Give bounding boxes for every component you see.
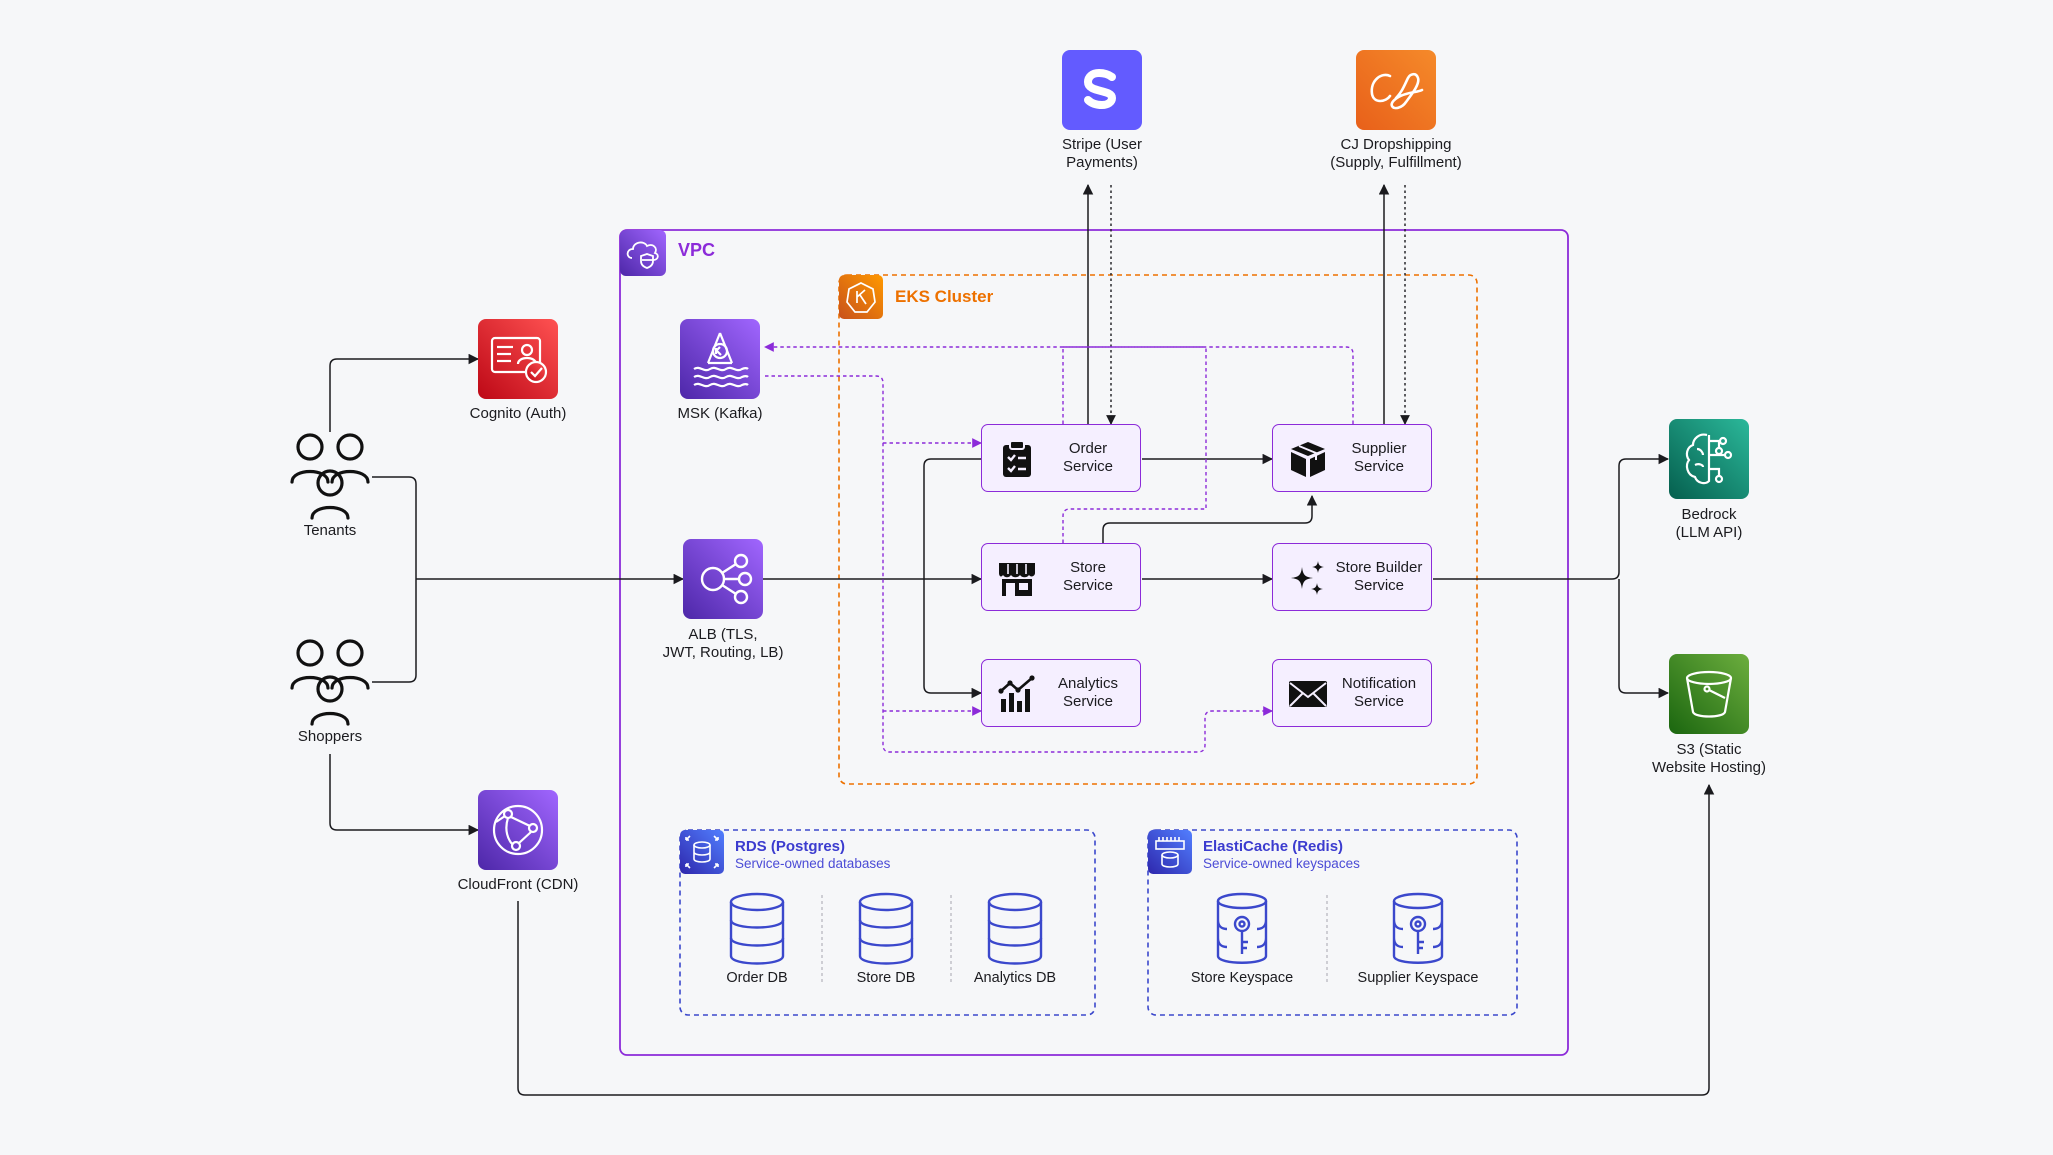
shoppers-actor[interactable] [288, 636, 372, 726]
elasticache-title: ElastiCache (Redis) [1203, 838, 1344, 855]
store-db[interactable] [857, 892, 915, 966]
bedrock-label-line2: (LLM API) [1675, 524, 1743, 541]
users-icon [290, 639, 370, 726]
alb-label-line2: JWT, Routing, LB) [662, 644, 784, 661]
database-icon [987, 892, 1043, 965]
stripe-label-line1: Stripe (User [1061, 136, 1143, 153]
order-db[interactable] [728, 892, 786, 966]
brain-circuit-icon [1669, 419, 1749, 499]
database-key-icon [1216, 892, 1268, 964]
eks-boundary [838, 274, 1478, 785]
database-arrows-icon [680, 830, 724, 874]
analytics-db[interactable] [986, 892, 1044, 966]
elasticache-boundary [1147, 829, 1518, 1016]
bedrock-node[interactable] [1669, 419, 1749, 499]
id-card-check-icon [478, 319, 558, 399]
kafka-icon [680, 319, 760, 399]
cloudfront-node[interactable] [478, 790, 558, 870]
cognito-label: Cognito (Auth) [469, 405, 567, 422]
stripe-s-icon [1062, 50, 1142, 130]
sparkles-icon [1291, 561, 1324, 595]
msk-node[interactable] [680, 319, 760, 399]
chart-trend-icon [998, 675, 1035, 712]
package-box-icon [1291, 442, 1325, 477]
analytics-db-label: Analytics DB [973, 970, 1057, 986]
kubernetes-icon [839, 275, 883, 319]
elasticache-subtitle: Service-owned keyspaces [1203, 856, 1360, 871]
store-db-label: Store DB [856, 970, 916, 986]
vpc-boundary [619, 229, 1569, 1056]
load-balancer-icon [683, 539, 763, 619]
database-key-icon [1392, 892, 1444, 964]
clipboard-check-icon [1003, 440, 1031, 477]
s3-node[interactable] [1669, 654, 1749, 734]
alb-node[interactable] [683, 539, 763, 619]
rds-subtitle: Service-owned databases [735, 856, 891, 871]
vpc-icon [620, 230, 666, 276]
msk-label: MSK (Kafka) [677, 405, 763, 422]
bucket-icon [1669, 654, 1749, 734]
rds-title: RDS (Postgres) [735, 838, 846, 855]
store-keyspace[interactable] [1215, 892, 1269, 966]
cj-label-line1: CJ Dropshipping [1340, 136, 1452, 153]
database-icon [729, 892, 785, 965]
tenants-actor[interactable] [288, 430, 372, 520]
rds-boundary [679, 829, 1096, 1016]
s3-label-line2: Website Hosting) [1652, 759, 1766, 776]
cj-dropshipping-node[interactable] [1356, 50, 1436, 130]
globe-network-icon [478, 790, 558, 870]
database-icon [858, 892, 914, 965]
users-icon [290, 433, 370, 520]
shoppers-label: Shoppers [297, 728, 363, 745]
supplier-keyspace-label: Supplier Keyspace [1357, 970, 1479, 986]
vpc-title: VPC [678, 240, 716, 260]
bedrock-label-line1: Bedrock [1681, 506, 1737, 523]
cj-logo-icon [1356, 50, 1436, 130]
store-keyspace-label: Store Keyspace [1190, 970, 1294, 986]
cognito-node[interactable] [478, 319, 558, 399]
stripe-label-line2: Payments) [1066, 154, 1138, 171]
supplier-keyspace[interactable] [1391, 892, 1445, 966]
tenants-label: Tenants [303, 522, 357, 539]
stripe-node[interactable] [1062, 50, 1142, 130]
cache-icon [1148, 830, 1192, 874]
storefront-icon [999, 563, 1035, 596]
order-db-label: Order DB [726, 970, 788, 986]
envelope-icon [1289, 681, 1327, 707]
alb-label-line1: ALB (TLS, [688, 626, 758, 643]
cj-label-line2: (Supply, Fulfillment) [1330, 154, 1462, 171]
eks-title: EKS Cluster [895, 287, 994, 306]
s3-label-line1: S3 (Static [1676, 741, 1742, 758]
cloudfront-label: CloudFront (CDN) [457, 876, 579, 893]
